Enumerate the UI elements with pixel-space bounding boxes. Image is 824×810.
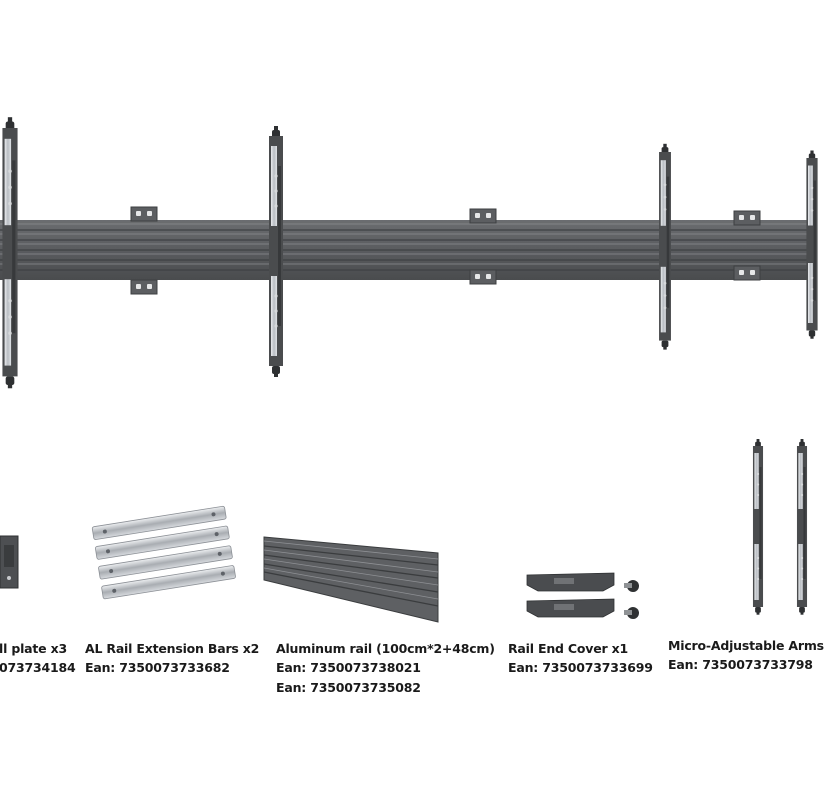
product-ean: Ean: 7350073738021 xyxy=(276,660,421,675)
product-label-micro-arms: Micro-Adjustable Arms Ean: 7350073733798 xyxy=(668,637,824,675)
aluminum-rail-part xyxy=(263,536,439,623)
rail-bracket-top xyxy=(469,208,497,224)
product-label-extension-bars: AL Rail Extension Bars x2 Ean: 735007373… xyxy=(85,640,259,678)
product-label-end-cover: Rail End Cover x1 Ean: 7350073733699 xyxy=(508,640,653,678)
mount-arm-2 xyxy=(269,126,283,377)
product-ean: Ean: 7350073733798 xyxy=(668,657,813,672)
product-ean: 073734184 xyxy=(0,660,76,675)
product-name: Rail End Cover x1 xyxy=(508,641,628,656)
rail-bracket-bottom xyxy=(469,269,497,285)
rail-bracket-top xyxy=(130,206,158,222)
product-name: Micro-Adjustable Arms xyxy=(668,638,824,653)
assembled-wall-rail xyxy=(0,117,818,389)
screw-icon xyxy=(624,580,639,592)
product-ean: Ean: 7350073733699 xyxy=(508,660,653,675)
product-name: AL Rail Extension Bars x2 xyxy=(85,641,260,656)
rail-end-cover-part xyxy=(526,572,639,619)
product-name: Aluminum rail (100cm*2+48cm) xyxy=(276,641,495,656)
product-ean: Ean: 7350073735082 xyxy=(276,680,421,695)
product-ean: Ean: 7350073733682 xyxy=(85,660,230,675)
product-name: ll plate x3 xyxy=(0,641,67,656)
mount-arm-4 xyxy=(806,150,818,339)
mount-arm-3 xyxy=(659,143,671,350)
product-label-wall-plate: ll plate x3 073734184 xyxy=(0,640,76,678)
product-label-aluminum-rail: Aluminum rail (100cm*2+48cm) Ean: 735007… xyxy=(276,640,495,698)
rail-bracket-bottom xyxy=(733,265,761,281)
screw-icon xyxy=(624,607,639,619)
rail-bracket-top xyxy=(733,210,761,226)
micro-adjustable-arms-part xyxy=(752,439,808,615)
rail-extension-bars-part xyxy=(91,505,236,600)
wall-plate-part xyxy=(0,535,19,589)
rail-bracket-bottom xyxy=(130,279,158,295)
mount-arm-1 xyxy=(2,117,18,389)
